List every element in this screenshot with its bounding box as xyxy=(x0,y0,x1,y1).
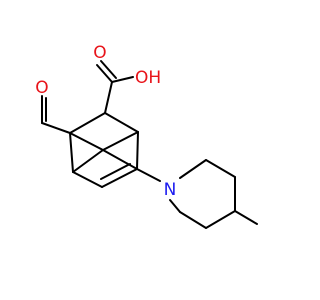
bond-cage-double xyxy=(100,163,131,180)
amine-nitrogen-label: N xyxy=(164,180,177,200)
bond-cage-bridge-4 xyxy=(102,149,138,170)
bond-c-o-double-a xyxy=(96,64,113,83)
bond-cage-1 xyxy=(69,112,106,134)
bond-cage-bridge-3 xyxy=(72,149,104,173)
bond-pip-5 xyxy=(179,211,207,229)
bicyclic-cage xyxy=(69,112,161,188)
bond-cage-bridge-1 xyxy=(69,132,104,151)
bond-methyl xyxy=(234,210,258,225)
aldehyde-group xyxy=(41,95,71,134)
bond-pip-4 xyxy=(205,210,236,229)
bond-pip-6 xyxy=(169,199,181,213)
bond-cage-n xyxy=(136,168,161,182)
bond-pip-1 xyxy=(179,159,207,179)
carboxylic-acid-group xyxy=(96,60,134,114)
aldehyde-oxygen-label: O xyxy=(35,78,48,98)
bond-cage-4 xyxy=(72,171,103,188)
bond-cage-3 xyxy=(69,132,74,173)
piperidine-ring xyxy=(169,159,258,229)
bond-c-cooh xyxy=(104,81,113,114)
bond-c-o-double-b xyxy=(100,60,117,79)
bond-c-oh xyxy=(111,76,134,83)
structure-canvas: O O OH N xyxy=(35,43,258,229)
carboxyl-oxygen-label: O xyxy=(93,43,106,63)
molecule-diagram: O O OH N xyxy=(35,43,258,229)
bond-c-cho xyxy=(41,122,71,134)
bond-pip-2 xyxy=(205,159,236,178)
carboxyl-hydroxyl-label: OH xyxy=(135,68,161,88)
bond-cage-2 xyxy=(104,112,139,133)
bond-cage-bridge-2 xyxy=(102,131,139,151)
bond-cage-5 xyxy=(101,168,138,188)
bond-cage-6 xyxy=(136,131,139,170)
